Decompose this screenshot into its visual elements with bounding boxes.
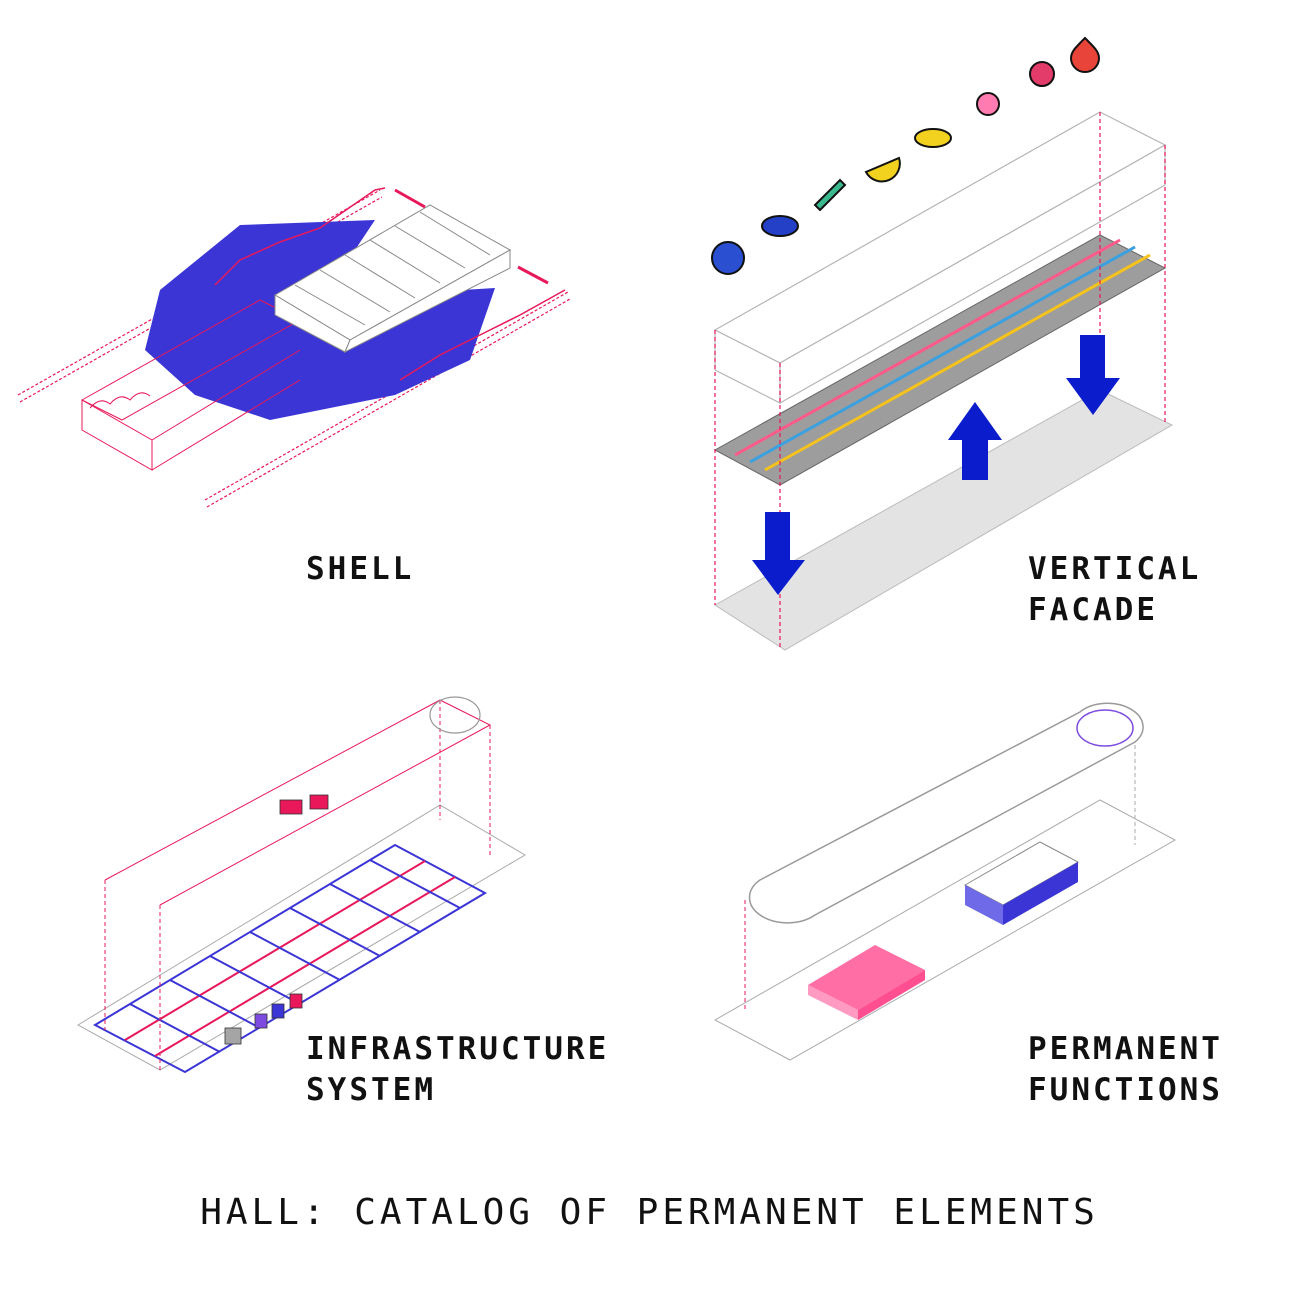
shell-roof <box>274 204 512 354</box>
facade-arrows <box>752 335 1120 595</box>
apple-icon <box>711 241 745 275</box>
shell-diagram <box>17 187 571 508</box>
infra-grid <box>92 843 488 1074</box>
facade-floor-slab <box>713 234 1167 486</box>
pear-icon <box>1069 36 1101 73</box>
functions-pink-block <box>808 945 925 1020</box>
label-facade-line1: VERTICAL <box>1028 551 1202 587</box>
cucumber-icon <box>761 215 799 237</box>
functions-loop <box>748 702 1144 924</box>
functions-diagram <box>713 702 1177 1061</box>
arrow-down-icon <box>752 512 805 595</box>
label-permanent-functions: PERMANENT FUNCTIONS <box>1028 1029 1223 1111</box>
label-functions-line1: PERMANENT <box>1028 1031 1223 1067</box>
label-shell-text: SHELL <box>306 551 415 587</box>
carrot-icon <box>813 178 847 212</box>
facade-diagram <box>711 36 1174 651</box>
arrow-down-icon <box>1066 335 1120 415</box>
label-functions-line2: FUNCTIONS <box>1028 1072 1223 1108</box>
arrow-up-icon <box>948 402 1002 480</box>
label-facade-line2: FACADE <box>1028 592 1158 628</box>
radish-icon <box>976 92 1000 116</box>
label-infrastructure-system: INFRASTRUCTURE SYSTEM <box>306 1029 609 1111</box>
infra-frame <box>104 699 492 1070</box>
label-infra-line2: SYSTEM <box>306 1072 436 1108</box>
shell-railings <box>214 187 566 381</box>
pea-pod-icon <box>914 128 952 148</box>
lemon-icon <box>864 156 901 183</box>
label-shell: SHELL <box>306 549 414 590</box>
facade-upper-band <box>713 111 1167 405</box>
label-infra-line1: INFRASTRUCTURE <box>306 1031 610 1067</box>
functions-blue-block <box>963 841 1080 925</box>
infrastructure-diagram <box>77 696 526 1074</box>
figure-caption: HALL: CATALOG OF PERMANENT ELEMENTS <box>200 1192 1099 1233</box>
grapes-icon <box>1029 61 1055 87</box>
fruit-icons <box>711 36 1101 275</box>
label-vertical-facade: VERTICAL FACADE <box>1028 549 1201 631</box>
infra-units <box>224 794 329 1045</box>
